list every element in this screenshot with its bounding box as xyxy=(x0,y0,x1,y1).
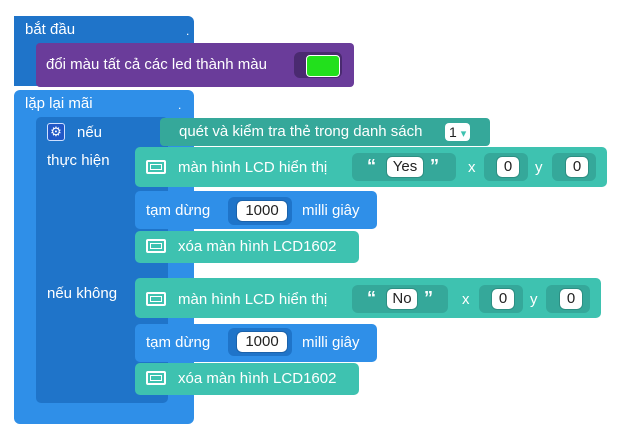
y-value-no[interactable]: 0 xyxy=(560,289,582,309)
x-value-yes[interactable]: 0 xyxy=(497,157,519,177)
start-block-label: bắt đầu xyxy=(25,21,76,38)
delay-label-then: tạm dừng xyxy=(146,202,211,219)
dropdown-arrow-icon: ▾ xyxy=(460,128,467,140)
if-label: nếu xyxy=(77,124,103,141)
delay-unit-else: milli giây xyxy=(302,334,360,351)
lcd-clear-block-else[interactable] xyxy=(135,363,359,395)
x-value-no[interactable]: 0 xyxy=(492,289,514,309)
lcd-clear-block-then[interactable] xyxy=(135,231,359,263)
delay-label-else: tạm dừng xyxy=(146,334,211,351)
quote-open-icon-no: “ xyxy=(367,288,376,308)
list-dropdown[interactable]: 1 ▾ xyxy=(445,123,471,141)
rfid-condition-block[interactable] xyxy=(160,118,490,146)
rfid-condition-label: quét và kiểm tra thẻ trong danh sách xyxy=(179,123,423,140)
y-value-yes[interactable]: 0 xyxy=(566,157,588,177)
quote-close-icon-no: ” xyxy=(424,288,433,308)
start-block-dot: . xyxy=(186,24,190,38)
delay-value-else[interactable]: 1000 xyxy=(237,332,287,352)
y-label-no: y xyxy=(530,291,538,308)
delay-value-then[interactable]: 1000 xyxy=(237,201,287,221)
lcd-icon xyxy=(146,160,166,174)
lcd-display-label-yes: màn hình LCD hiển thị xyxy=(178,159,328,176)
lcd-text-no[interactable]: No xyxy=(387,289,417,309)
forever-loop-dot: . xyxy=(178,98,182,112)
lcd-text-yes[interactable]: Yes xyxy=(387,157,423,177)
lcd-icon xyxy=(146,371,166,385)
x-label-no: x xyxy=(462,291,470,308)
delay-unit-then: milli giây xyxy=(302,202,360,219)
list-dropdown-value: 1 xyxy=(449,124,457,140)
else-label: nếu không xyxy=(47,285,118,302)
lcd-icon xyxy=(146,292,166,306)
forever-loop-label: lặp lại mãi xyxy=(25,95,93,112)
then-label: thực hiện xyxy=(47,152,110,169)
led-color-swatch[interactable] xyxy=(306,55,340,77)
y-label-yes: y xyxy=(535,159,543,176)
x-label-yes: x xyxy=(468,159,476,176)
lcd-icon xyxy=(146,239,166,253)
gear-icon[interactable]: ⚙ xyxy=(47,123,65,141)
quote-close-icon-yes: ” xyxy=(430,156,439,176)
lcd-display-label-no: màn hình LCD hiển thị xyxy=(178,291,328,308)
lcd-clear-label-else: xóa màn hình LCD1602 xyxy=(178,370,337,387)
lcd-clear-label-then: xóa màn hình LCD1602 xyxy=(178,238,337,255)
set-all-leds-label: đổi màu tất cả các led thành màu xyxy=(46,56,267,73)
quote-open-icon-yes: “ xyxy=(367,156,376,176)
